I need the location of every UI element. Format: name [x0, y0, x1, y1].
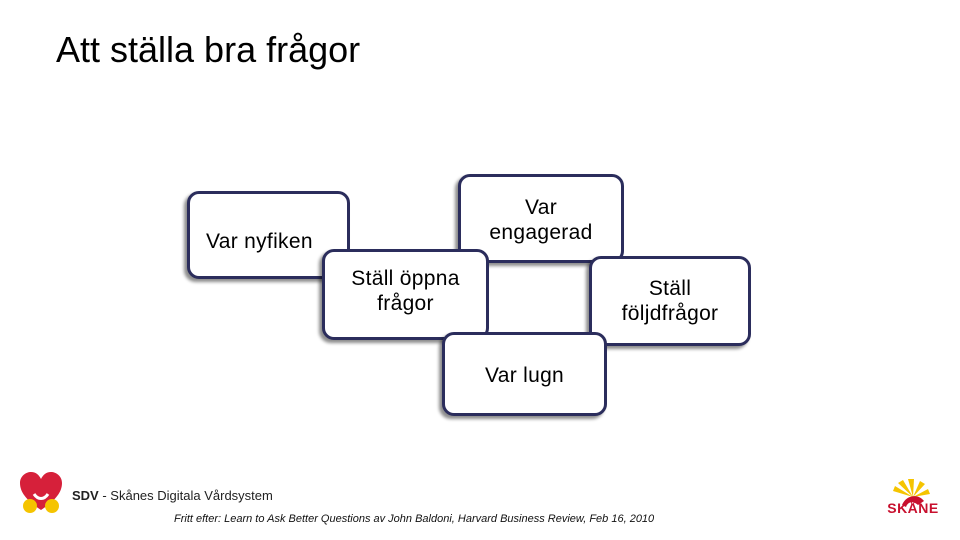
box-label: Var nyfiken	[206, 230, 313, 253]
box-var-engagerad: Var engagerad	[458, 174, 624, 263]
sdv-label-rest: - Skånes Digitala Vårdsystem	[98, 488, 273, 503]
box-var-nyfiken: Var nyfiken	[187, 191, 350, 279]
box-label: Var engagerad	[489, 196, 593, 244]
box-label: Ställ följdfrågor	[621, 277, 719, 325]
box-label: Ställ öppna frågor	[351, 267, 460, 315]
box-stall-oppna-fragor: Ställ öppna frågor	[322, 249, 489, 340]
box-label: Var lugn	[484, 364, 565, 387]
box-stall-foljdfragor: Ställ följdfrågor	[589, 256, 751, 346]
sdv-label-bold: SDV	[72, 488, 99, 503]
slide-title: Att ställa bra frågor	[56, 29, 361, 70]
sun-griffin-logo-icon	[893, 479, 930, 507]
sdv-label: SDV - Skånes Digitala Vårdsystem	[72, 488, 273, 504]
box-var-lugn: Var lugn	[442, 332, 607, 416]
heart-logo-icon	[20, 472, 62, 513]
region-name: SKÅNE	[887, 500, 939, 516]
source-credit: Fritt efter: Learn to Ask Better Questio…	[174, 513, 655, 525]
